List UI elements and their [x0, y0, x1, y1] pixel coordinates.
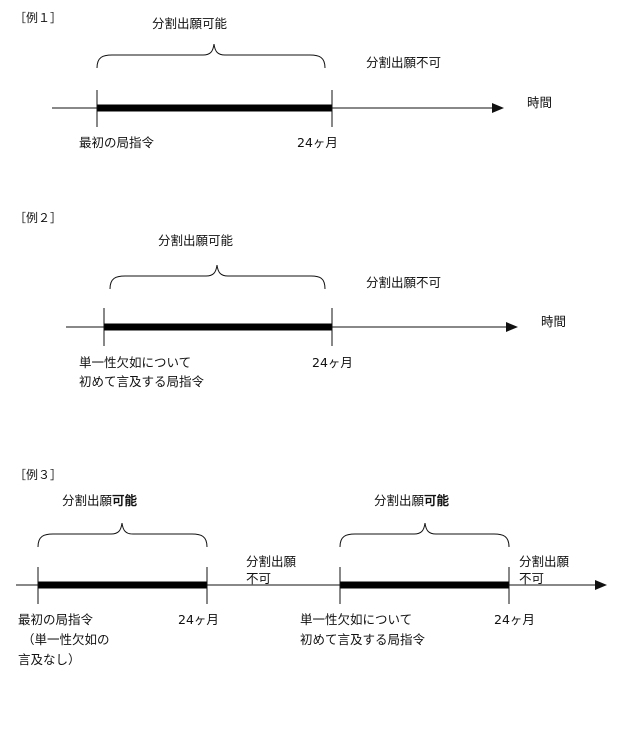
example-2-end-label: 24ヶ月 [312, 355, 353, 370]
example-3-axis-arrowhead [595, 580, 607, 590]
example-1-time-label: 時間 [527, 95, 552, 110]
example-1-label: ［例１］ [14, 11, 62, 25]
example-2-start-label-line2: 初めて言及する局指令 [79, 374, 205, 389]
example-3-not-divisible-end-line1: 分割出願 [519, 554, 570, 569]
example-3-divisible-brace-1 [37, 522, 208, 548]
example-3-divisible-label-2: 分割出願可能 [374, 493, 450, 508]
example-1-start-label: 最初の局指令 [79, 135, 155, 150]
example-1-divisible-brace [96, 43, 326, 69]
example-3-label: ［例３］ [14, 468, 62, 482]
example-1-end-label: 24ヶ月 [297, 135, 338, 150]
example-3-not-divisible-mid-line2: 不可 [246, 571, 271, 586]
example-3-start2-line2: 初めて言及する局指令 [300, 632, 426, 647]
example-3-start1-line3: 言及なし） [18, 652, 81, 667]
example-3: ［例３］ 分割出願可能 分割出願可能 分割出願 不可 分割出願 不可 最初の局指… [14, 468, 607, 667]
example-2-axis-arrowhead [506, 322, 518, 332]
example-1-axis-arrowhead [492, 103, 504, 113]
example-3-start1-line2: （単一性欠如の [22, 632, 110, 647]
example-2-time-label: 時間 [541, 314, 566, 329]
example-3-end1-label: 24ヶ月 [178, 612, 219, 627]
example-2-divisible-label: 分割出願可能 [158, 233, 234, 248]
example-3-divisible-brace-2 [339, 522, 510, 548]
example-2-label: ［例２］ [14, 211, 62, 225]
example-3-divisible-2-bold: 可能 [424, 493, 450, 508]
example-1-not-divisible-label: 分割出願不可 [366, 55, 441, 70]
example-3-end2-label: 24ヶ月 [494, 612, 535, 627]
example-2-not-divisible-label: 分割出願不可 [366, 275, 441, 290]
example-2-start-label-line1: 単一性欠如について [79, 355, 191, 370]
example-2-divisible-brace [109, 264, 326, 290]
example-3-divisible-label-1: 分割出願可能 [62, 493, 138, 508]
example-3-divisible-1-prefix: 分割出願 [62, 493, 113, 508]
example-1: ［例１］ 分割出願可能 分割出願不可 時間 最初の局指令 24ヶ月 [14, 11, 552, 150]
example-1-divisible-label: 分割出願可能 [152, 16, 228, 31]
example-3-not-divisible-end-line2: 不可 [519, 571, 544, 586]
example-3-start2-line1: 単一性欠如について [300, 612, 412, 627]
example-3-divisible-2-prefix: 分割出願 [374, 493, 425, 508]
example-3-start1-line1: 最初の局指令 [18, 612, 94, 627]
example-3-divisible-1-bold: 可能 [112, 493, 138, 508]
example-2: ［例２］ 分割出願可能 分割出願不可 時間 単一性欠如について 初めて言及する局… [14, 211, 566, 389]
example-3-not-divisible-mid-line1: 分割出願 [246, 554, 297, 569]
